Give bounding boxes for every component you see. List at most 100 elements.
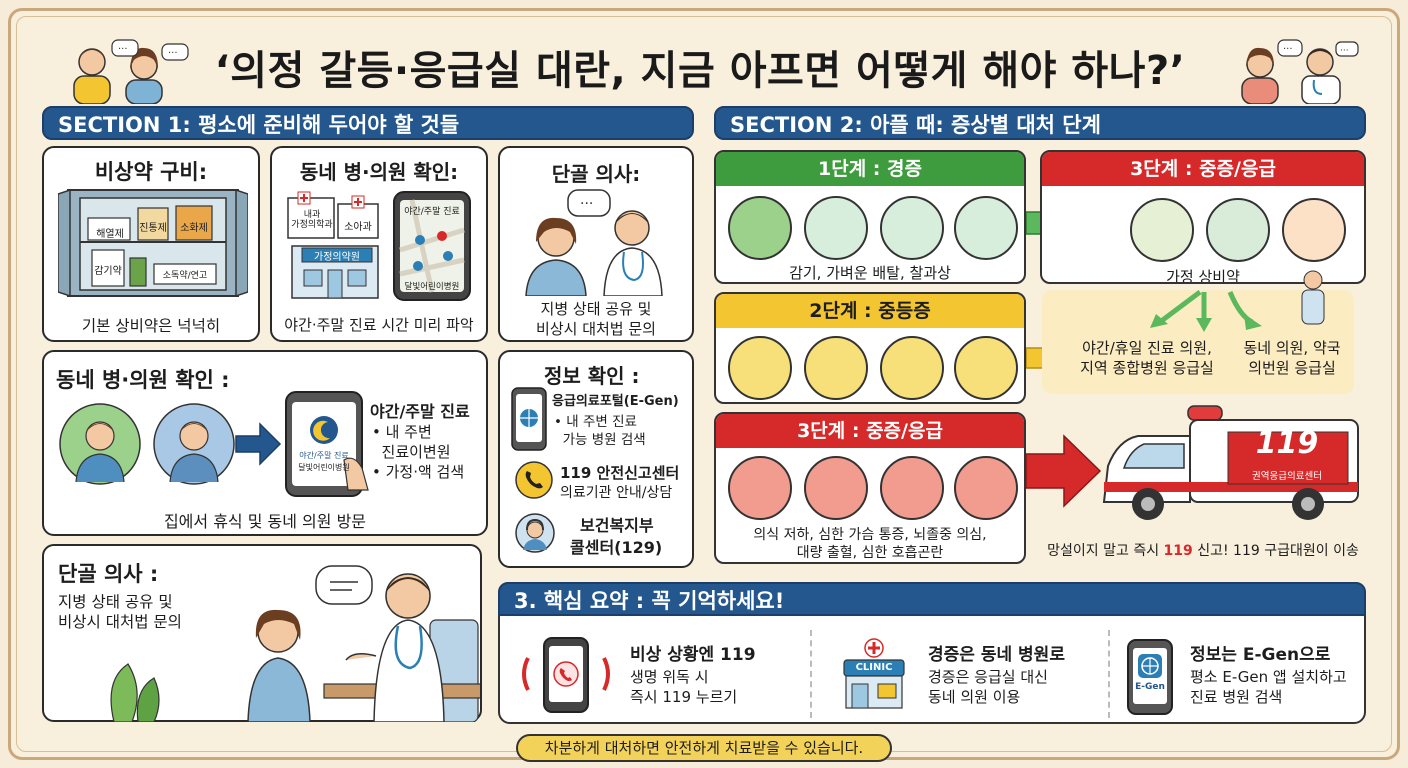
stage1-card: 1단계 : 경증 감기, 가벼운 배탈, 찰과상	[714, 150, 1026, 284]
card-emergency-medicine: 비상약 구비: 해열제 진통제 소화제 감기약 소독약/연고 기본 상비약은 넉…	[42, 146, 260, 342]
medicine-cabinet-icon	[58, 188, 248, 298]
stage3-caption-line2: 대량 출혈, 심한 호흡곤란	[796, 545, 944, 561]
summary-1-line1: 생명 위독 시	[630, 668, 709, 686]
ambulance-caption-number: 119	[1163, 543, 1193, 559]
stage2-head: 2단계 : 중등증	[716, 294, 1024, 328]
medicine-label-ointment: 소독약/연고	[162, 271, 208, 281]
doctor-icon	[1282, 198, 1346, 262]
route-left-line2: 지역 종합병원 응급실	[1080, 359, 1214, 377]
egen-bullet-2: 가능 병원 검색	[554, 432, 646, 448]
119-center-title: 119 안전신고센터	[560, 464, 680, 482]
card-caption: 야간·주말 진료 시간 미리 파악	[284, 316, 474, 334]
branch-arrows-icon	[1150, 290, 1262, 332]
section1-header: SECTION 1: 평소에 준비해 두어야 할 것들	[42, 106, 694, 140]
card-family-doctor-small: 단골 의사: ··· 지병 상태 공유 및 비상시 대처법 문의	[498, 146, 694, 342]
nurse-illustration	[1301, 270, 1325, 325]
egen-bullet-1: • 내 주변 진료	[554, 414, 637, 430]
summary-2-line1: 경증은 응급실 대신	[928, 668, 1048, 686]
119-center-desc: 의료기관 안내/상담	[560, 485, 673, 501]
page-title: ‘의정 갈등·응급실 대란, 지금 아프면 어떻게 해야 하나?’	[214, 48, 1186, 94]
egen-title: 응급의료포털(E-Gen)	[552, 394, 679, 409]
footer-message: 차분하게 대처하면 안전하게 치료받을 수 있습니다.	[516, 734, 892, 762]
ambulance-side-text: 권역응급의료센터	[1252, 471, 1322, 482]
summary-1-line2: 즉시 119 누르기	[630, 688, 738, 706]
arrow-right-icon	[235, 422, 282, 466]
section3-header: 3. 핵심 요약 : 꼭 기억하세요!	[498, 582, 1366, 616]
clinic-buildings-icon	[287, 191, 379, 299]
card-title: 비상약 구비:	[94, 160, 208, 184]
red-arrow-icon	[1026, 434, 1102, 508]
card-caption: 기본 상비약은 넉넉히	[81, 317, 221, 335]
pharmacy-sign: 가정의약원	[314, 252, 360, 263]
summary-1-title: 비상 상황엔 119	[630, 645, 756, 665]
svg-text:···: ···	[118, 44, 128, 55]
ambulance-caption-pre: 망설이지 말고 즉시	[1047, 543, 1164, 559]
ambulance-number: 119	[1255, 426, 1319, 461]
route-right-line1: 동네 의원, 약국	[1243, 339, 1341, 357]
caption-line2: 비상시 대처법 문의	[536, 320, 656, 338]
summary-2-title: 경증은 동네 병원로	[928, 645, 1065, 665]
clinic-finder-phone-icon	[285, 391, 369, 497]
stage1-caption: 감기, 가벼운 배탈, 찰과상	[789, 264, 951, 282]
call-center-title1: 보건복지부	[580, 516, 654, 535]
intestine-icon	[880, 196, 944, 260]
phone-call-icon	[515, 461, 553, 499]
caption-line1: 지병 상태 공유 및	[58, 593, 173, 611]
phone-label2: 달빛어린이병원	[298, 463, 350, 472]
ambulance-caption-post: 신고! 119 구급대원이 이송	[1192, 543, 1359, 559]
patient-with-doctor-icon: ···	[525, 189, 663, 296]
egen-phone-icon	[511, 387, 547, 451]
stomach-icon	[804, 196, 868, 260]
card-local-clinic: 동네 병·의원 확인: 내과 가정의학과 소아과 가정의약원 야간/주말 진료 …	[270, 146, 488, 342]
bleeding-icon	[880, 456, 944, 520]
patient-doctor-illustration: ··· ···	[1241, 39, 1359, 104]
stage3-card: 3단계 : 중증/응급 의식 저하, 심한 가슴 통증, 뇌졸중 의심, 대량 …	[714, 412, 1026, 564]
clinic-sign-internal: 내과 가정의학과	[291, 210, 333, 230]
stage1-head: 1단계 : 경증	[716, 152, 1024, 186]
sick-people-icon	[59, 403, 235, 485]
svg-text:···: ···	[1283, 44, 1293, 55]
chest-pain-icon	[728, 456, 792, 520]
cold-symptom-icon	[728, 196, 792, 260]
summary-3-line1: 평소 E-Gen 앱 설치하고	[1190, 668, 1347, 686]
ambulance-caption: 망설이지 말고 즉시 119 신고! 119 구급대원이 이송	[1040, 540, 1366, 560]
egen-app-label: E-Gen	[1135, 682, 1165, 692]
patient-consulting-doctor-illustration	[110, 565, 480, 722]
bullet-1: • 내 주변	[372, 423, 432, 441]
card-local-clinic-wide: 동네 병·의원 확인 : 야간/주말 진료 달빛어린이병원 야간/주말 진료 •…	[42, 350, 488, 536]
card-info-check: 정보 확인 : 응급의료포털(E-Gen) • 내 주변 진료 가능 병원 검색…	[498, 350, 694, 568]
card-title: 단골 의사:	[551, 162, 641, 186]
right-title: 야간/주말 진료	[370, 402, 470, 421]
call-center-title2: 콜센터(129)	[570, 538, 663, 557]
clinic-sign: CLINIC	[855, 662, 893, 673]
card-title: 정보 확인 :	[544, 364, 640, 388]
egen-app-phone-icon	[1127, 639, 1173, 715]
summary-3-line2: 진료 병원 검색	[1190, 688, 1283, 706]
ambulance-icon	[1102, 405, 1359, 520]
phone-label1: 야간/주말 진료	[299, 451, 349, 460]
card-family-doctor-big: 단골 의사 : 지병 상태 공유 및 비상시 대처법 문의	[42, 544, 482, 722]
medicine-icon	[1130, 198, 1194, 262]
svg-text:···: ···	[1340, 46, 1349, 56]
call-center-icon	[515, 513, 555, 553]
medicine-label-fever: 해열제	[96, 229, 124, 240]
route-right-line2: 의번원 응급실	[1248, 359, 1336, 377]
headache-icon	[804, 336, 868, 400]
scrape-wound-icon	[954, 196, 1018, 260]
cut-wound-icon	[954, 336, 1018, 400]
caption-line2: 비상시 대처법 문의	[58, 613, 182, 631]
vomiting-icon	[880, 336, 944, 400]
fainting-icon	[804, 456, 868, 520]
clinic-building-icon	[843, 638, 905, 709]
phone-title: 야간/주말 진료	[404, 207, 460, 217]
bullet-2: 진료이변원	[372, 443, 451, 461]
section2-header: SECTION 2: 아플 때: 증상별 대처 단계	[714, 106, 1366, 140]
first-aid-kit-icon	[1206, 198, 1270, 262]
summary-3-title: 정보는 E-Gen으로	[1190, 645, 1331, 665]
medicine-label-pain: 진통제	[139, 223, 167, 234]
stage3-head: 3단계 : 중증/응급	[716, 414, 1024, 448]
phone-bottom-label: 달빛어린이병원	[404, 282, 460, 292]
bullet-3: • 가정·액 검색	[372, 463, 465, 481]
svg-text:···: ···	[168, 48, 178, 59]
stage3-caption-line1: 의식 저하, 심한 가슴 통증, 뇌졸중 의심,	[753, 527, 987, 543]
